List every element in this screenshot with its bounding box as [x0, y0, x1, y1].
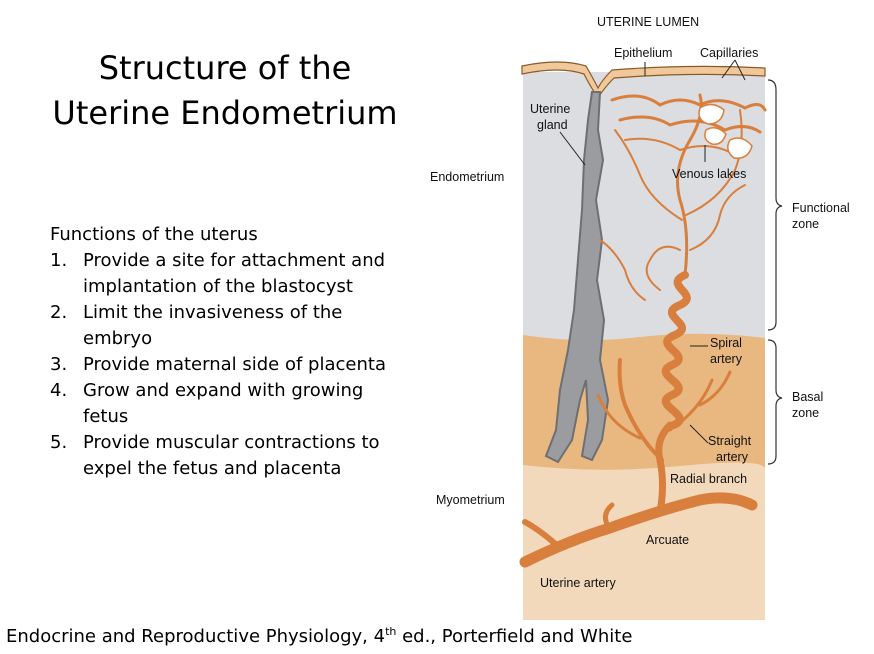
- label-straight-artery-2: artery: [716, 450, 749, 464]
- epithelium-surface: [521, 61, 766, 100]
- list-item-line: embryo: [83, 328, 153, 349]
- label-radial-branch: Radial branch: [670, 472, 747, 486]
- label-straight-artery-1: Straight: [708, 434, 752, 448]
- functions-list: 1. Provide a site for attachment and impla…: [50, 248, 450, 482]
- label-spiral-artery-2: artery: [710, 352, 743, 366]
- leader-lines: [559, 59, 746, 444]
- list-item-line: Limit the invasiveness of the: [83, 302, 343, 323]
- label-epithelium: Epithelium: [614, 46, 672, 60]
- venous-lake: [704, 127, 727, 146]
- list-heading: Functions of the uterus: [50, 224, 258, 245]
- artery-network: [519, 93, 767, 568]
- functions-list-block: Functions of the uterus 1. Provide a site…: [50, 222, 450, 482]
- venous-lakes: [698, 103, 753, 159]
- artery-branch: [522, 519, 563, 551]
- leader-line: [721, 59, 736, 79]
- capillary-network: [624, 137, 736, 156]
- capillary-network: [610, 94, 767, 112]
- list-item-line: implantation of the blastocyst: [83, 276, 353, 297]
- list-item-number: 3.: [50, 354, 68, 375]
- label-functional-zone-1: Functional: [792, 201, 850, 215]
- list-item-line: Provide a site for attachment and: [83, 250, 386, 271]
- spiral-artery: [661, 271, 691, 429]
- label-basal-zone-2: zone: [792, 406, 819, 420]
- title-line-2: Uterine Endometrium: [52, 94, 398, 132]
- straight-artery: [617, 358, 664, 462]
- artery-branch: [685, 109, 743, 216]
- label-endometrium: Endometrium: [430, 170, 504, 184]
- artery-branch: [599, 239, 646, 301]
- list-item: 1. Provide a site for attachment and impla…: [50, 248, 450, 300]
- venous-lake: [727, 137, 753, 159]
- list-item-number: 1.: [50, 250, 68, 271]
- label-arcuate: Arcuate: [646, 533, 689, 547]
- straight-artery: [596, 393, 642, 440]
- citation-text-end: ed., Porterfield and White: [396, 626, 633, 647]
- label-myometrium: Myometrium: [436, 493, 505, 507]
- list-item-number: 4.: [50, 380, 68, 401]
- straight-artery: [698, 370, 732, 407]
- slide-title: Structure of the Uterine Endometrium: [20, 46, 430, 136]
- functional-zone-bracket: [767, 79, 783, 331]
- artery-branch: [689, 184, 746, 251]
- citation-text: Endocrine and Reproductive Physiology, 4: [6, 626, 386, 647]
- label-uterine-lumen: UTERINE LUMEN: [597, 15, 699, 29]
- list-item-number: 5.: [50, 432, 68, 453]
- leader-line: [734, 59, 746, 81]
- list-item: 3. Provide maternal side of placenta: [50, 352, 450, 378]
- list-item-number: 2.: [50, 302, 68, 323]
- list-item: 2. Limit the invasiveness of the embryo: [50, 300, 450, 352]
- label-uterine-artery: Uterine artery: [540, 576, 616, 590]
- title-line-1: Structure of the: [98, 49, 352, 87]
- label-venous-lakes: Venous lakes: [672, 167, 746, 181]
- label-functional-zone-2: zone: [792, 217, 819, 231]
- label-uterine-gland-2: gland: [537, 118, 568, 132]
- venous-lake: [698, 103, 725, 125]
- list-item-line: Grow and expand with growing: [83, 380, 364, 401]
- basal-zone-bracket: [767, 339, 783, 465]
- artery-branch: [603, 502, 615, 533]
- list-item-line: Provide muscular contractions to: [83, 432, 380, 453]
- label-capillaries: Capillaries: [700, 46, 758, 60]
- citation-superscript: th: [385, 625, 397, 638]
- artery-branch: [614, 129, 683, 221]
- uterine-gland: [544, 91, 610, 464]
- arcuate-artery: [519, 492, 758, 568]
- list-item-line: Provide maternal side of placenta: [83, 354, 386, 375]
- leader-line: [689, 424, 709, 444]
- list-item-line: fetus: [83, 406, 129, 427]
- list-item-line: expel the fetus and placenta: [83, 458, 342, 479]
- capillary-network: [618, 115, 762, 134]
- artery-branch: [645, 245, 681, 291]
- label-uterine-gland-1: Uterine: [530, 102, 570, 116]
- citation: Endocrine and Reproductive Physiology, 4…: [6, 625, 632, 647]
- label-spiral-artery-1: Spiral: [710, 336, 742, 350]
- label-basal-zone-1: Basal: [792, 390, 823, 404]
- list-item: 4. Grow and expand with growing fetus: [50, 378, 450, 430]
- leader-line: [559, 131, 586, 166]
- list-item: 5. Provide muscular contractions to expel …: [50, 430, 450, 482]
